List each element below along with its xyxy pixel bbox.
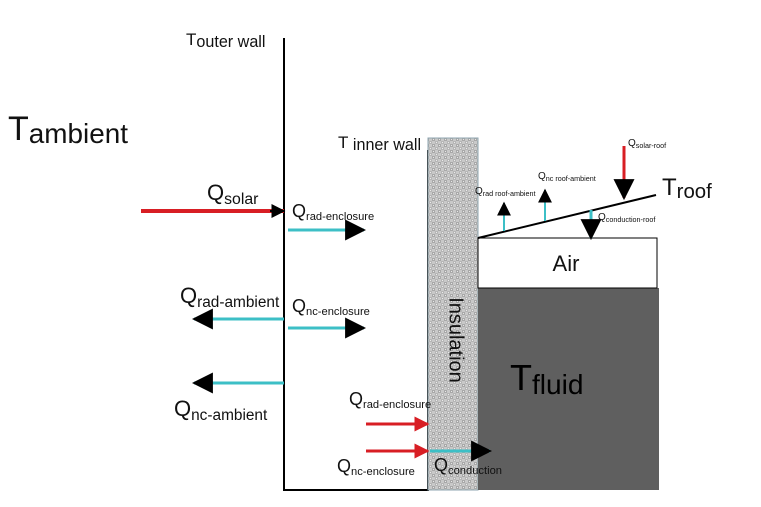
q-nc-enclosure-inner-label: Qnc-enclosure	[337, 456, 415, 479]
q-nc-enclosure-outer-label: Qnc-enclosure	[292, 296, 370, 319]
insulation-label: Insulation	[444, 297, 467, 383]
t-inner-wall-label: T inner wall	[338, 133, 422, 155]
outer-wall-line	[283, 38, 429, 491]
q-conduction-label: Qconduction	[434, 455, 502, 478]
insulation-layer	[427, 137, 479, 491]
t-outer-wall-label: Touter wall	[186, 30, 266, 52]
q-rad-roof-ambient-label: Qrad roof-ambient	[475, 186, 536, 199]
roof-line	[477, 194, 657, 239]
q-rad-ambient-label: Qrad-ambient	[180, 283, 280, 312]
air-region	[477, 237, 658, 289]
q-solar-label: Qsolar	[207, 180, 259, 209]
q-rad-enclosure-inner-label: Qrad-enclosure	[349, 389, 432, 412]
air-label: Air	[552, 251, 580, 276]
q-nc-ambient-label: Qnc-ambient	[174, 396, 268, 425]
q-rad-enclosure-outer-label: Qrad-enclosure	[292, 201, 375, 224]
fluid-region	[478, 288, 659, 490]
t-fluid-label: Tfluid	[510, 357, 584, 401]
t-ambient-label: Tambient	[8, 110, 128, 150]
t-roof-label: Troof	[662, 174, 712, 204]
q-nc-roof-ambient-label: Qnc roof-ambient	[538, 171, 596, 184]
q-solar-roof-label: Qsolar-roof	[628, 138, 667, 151]
q-conduction-roof-label: Qconduction-roof	[598, 212, 656, 225]
